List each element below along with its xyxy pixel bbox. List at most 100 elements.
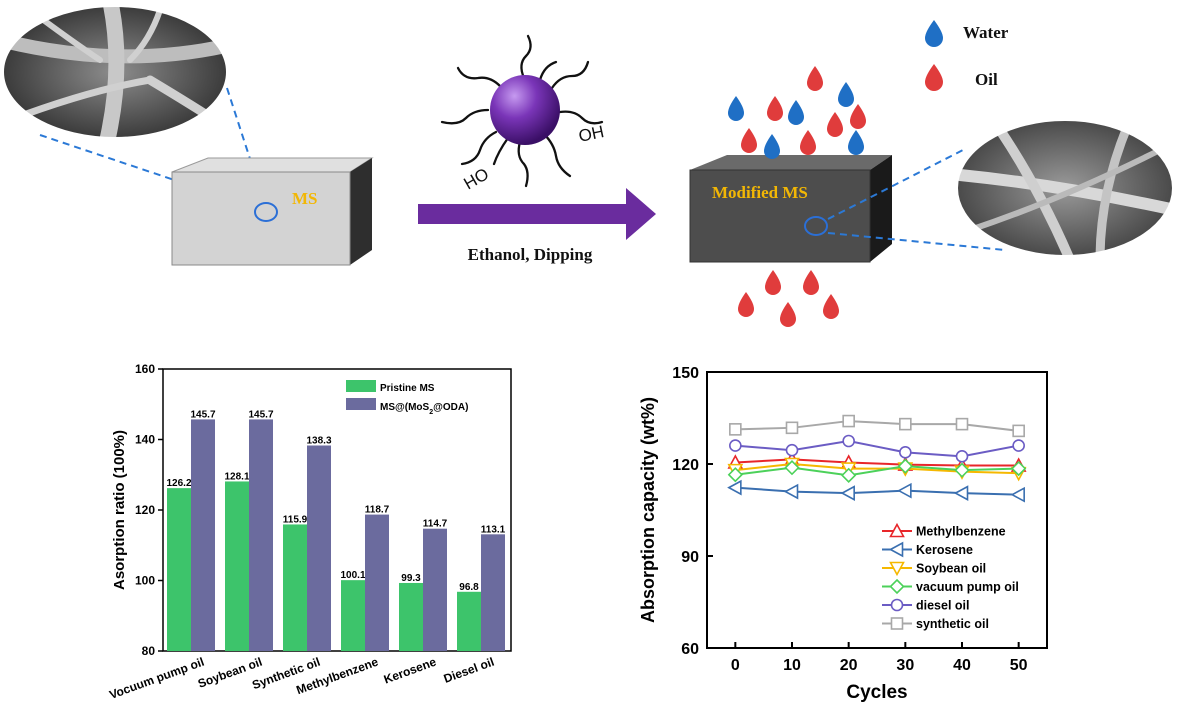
legend-label-diesel-oil: diesel oil	[916, 599, 970, 613]
line-xtick-label: 40	[953, 657, 971, 674]
line-ytick-label: 120	[672, 457, 699, 474]
data-point-kerosene	[840, 485, 855, 501]
water-drop-icon	[728, 96, 744, 121]
sem-fiber-image	[2, 5, 228, 139]
line-ytick-label: 60	[681, 641, 699, 658]
bar-value-label: 118.7	[365, 505, 390, 516]
data-point-diesel-oil	[842, 434, 855, 448]
oil-drop-icon	[767, 96, 783, 121]
bar-pristine	[283, 524, 307, 651]
legend-marker-vacuum-pump-oil	[889, 578, 905, 595]
schematic: MS OH HO Ethanol, Dippin	[2, 5, 1174, 327]
bar-ytick-label: 80	[142, 644, 156, 658]
legend-water-label: Water	[963, 23, 1009, 42]
oh-group-label: OH	[577, 122, 606, 146]
oil-drop-icon	[738, 292, 754, 317]
modified-ms-block: Modified MS	[689, 155, 892, 263]
bar-modified	[307, 445, 331, 651]
data-point-vacuum-pump-oil	[954, 462, 970, 478]
oil-drop-icon	[800, 130, 816, 155]
bar-category-label: Vocuum pump oil	[107, 655, 206, 702]
bar-value-label: 114.7	[423, 519, 448, 530]
data-point-diesel-oil	[785, 443, 799, 457]
legend-marker-kerosene	[888, 541, 904, 558]
water-drop-icon	[838, 82, 854, 107]
oil-drop-icon	[741, 128, 757, 153]
legend-modified-label: MS@(MoS2@ODA)	[380, 402, 468, 416]
leader-line	[827, 232, 1006, 251]
line-chart-ylabel: Absorption capacity (wt%)	[638, 397, 658, 623]
line-ytick-label: 90	[681, 549, 699, 566]
bar-value-label: 138.3	[306, 435, 331, 446]
bar-ytick-label: 140	[135, 433, 155, 447]
bar-pristine	[399, 582, 423, 651]
bar-modified	[423, 528, 447, 651]
line-xtick-label: 20	[840, 657, 858, 674]
line-xtick-label: 0	[731, 657, 740, 674]
data-point-vacuum-pump-oil	[1011, 460, 1027, 477]
bar-value-label: 96.8	[459, 582, 479, 593]
data-point-kerosene	[783, 483, 799, 500]
data-point-synthetic-oil	[1012, 424, 1025, 438]
oil-drop-icon	[780, 302, 796, 327]
legend-label-kerosene: Kerosene	[916, 543, 973, 557]
bar-chart-legend: Pristine MS MS@(MoS2@ODA)	[346, 380, 468, 416]
bar-value-label: 113.1	[481, 524, 506, 535]
bar-modified	[365, 514, 389, 651]
bar-pristine	[167, 488, 191, 651]
bar-category-label: Diesel oil	[442, 655, 496, 686]
bar-modified	[249, 419, 273, 651]
legend-label-methylbenzene: Methylbenzene	[916, 525, 1006, 539]
water-drop-icon	[925, 20, 943, 47]
oil-drop-icon	[850, 104, 866, 129]
series-line-vacuum-pump-oil	[735, 465, 1019, 477]
legend-label-vacuum-pump-oil: vacuum pump oil	[916, 580, 1019, 594]
bar-chart-ylabel: Asorption ratio (100%)	[111, 430, 128, 590]
legend-swatch-pristine	[346, 380, 376, 392]
legend-pristine-label: Pristine MS	[380, 383, 435, 394]
bar-pristine	[457, 591, 481, 651]
pristine-ms-block: MS	[171, 157, 374, 266]
legend-swatch-modified	[346, 398, 376, 410]
bar-value-label: 115.9	[283, 514, 308, 525]
line-chart-frame	[706, 371, 1048, 649]
bar-value-label: 126.2	[166, 478, 191, 489]
legend-label-synthetic-oil: synthetic oil	[916, 617, 989, 631]
bar-ytick-label: 120	[135, 503, 155, 517]
arrow-label: Ethanol, Dipping	[468, 245, 593, 264]
series-line-kerosene	[735, 486, 1019, 496]
water-drop-icon	[848, 130, 864, 155]
oil-drop-icon	[807, 66, 823, 91]
data-point-synthetic-oil	[785, 421, 799, 435]
data-point-kerosene	[897, 482, 912, 499]
oil-drop-icon	[925, 64, 943, 91]
series-line-synthetic-oil	[735, 420, 1019, 432]
series-line-methylbenzene	[735, 458, 1019, 467]
bar-pristine	[225, 481, 249, 651]
water-drop-icon	[788, 100, 804, 125]
data-point-diesel-oil	[729, 439, 742, 452]
legend-label-soybean-oil: Soybean oil	[916, 562, 986, 576]
data-point-kerosene	[727, 479, 742, 496]
legend-marker-synthetic-oil	[890, 617, 904, 630]
line-chart: Absorption capacity (wt%) Cycles 6090120…	[638, 365, 1048, 703]
data-point-vacuum-pump-oil	[727, 467, 743, 483]
legend-marker-methylbenzene	[889, 522, 905, 538]
bar-category-label: Kerosene	[382, 655, 438, 687]
process-arrow: Ethanol, Dipping	[418, 188, 656, 264]
bar-value-label: 145.7	[190, 409, 215, 420]
leader-line	[827, 149, 964, 220]
ho-group-label: HO	[461, 164, 493, 193]
data-point-synthetic-oil	[842, 414, 855, 428]
data-point-diesel-oil	[1012, 439, 1025, 452]
bar-value-label: 99.3	[401, 573, 421, 584]
leader-line	[39, 134, 259, 209]
data-point-vacuum-pump-oil	[897, 458, 913, 474]
data-point-synthetic-oil	[729, 423, 742, 436]
line-xtick-label: 50	[1010, 657, 1028, 674]
data-point-kerosene	[1010, 486, 1025, 503]
bar-modified	[191, 419, 215, 651]
